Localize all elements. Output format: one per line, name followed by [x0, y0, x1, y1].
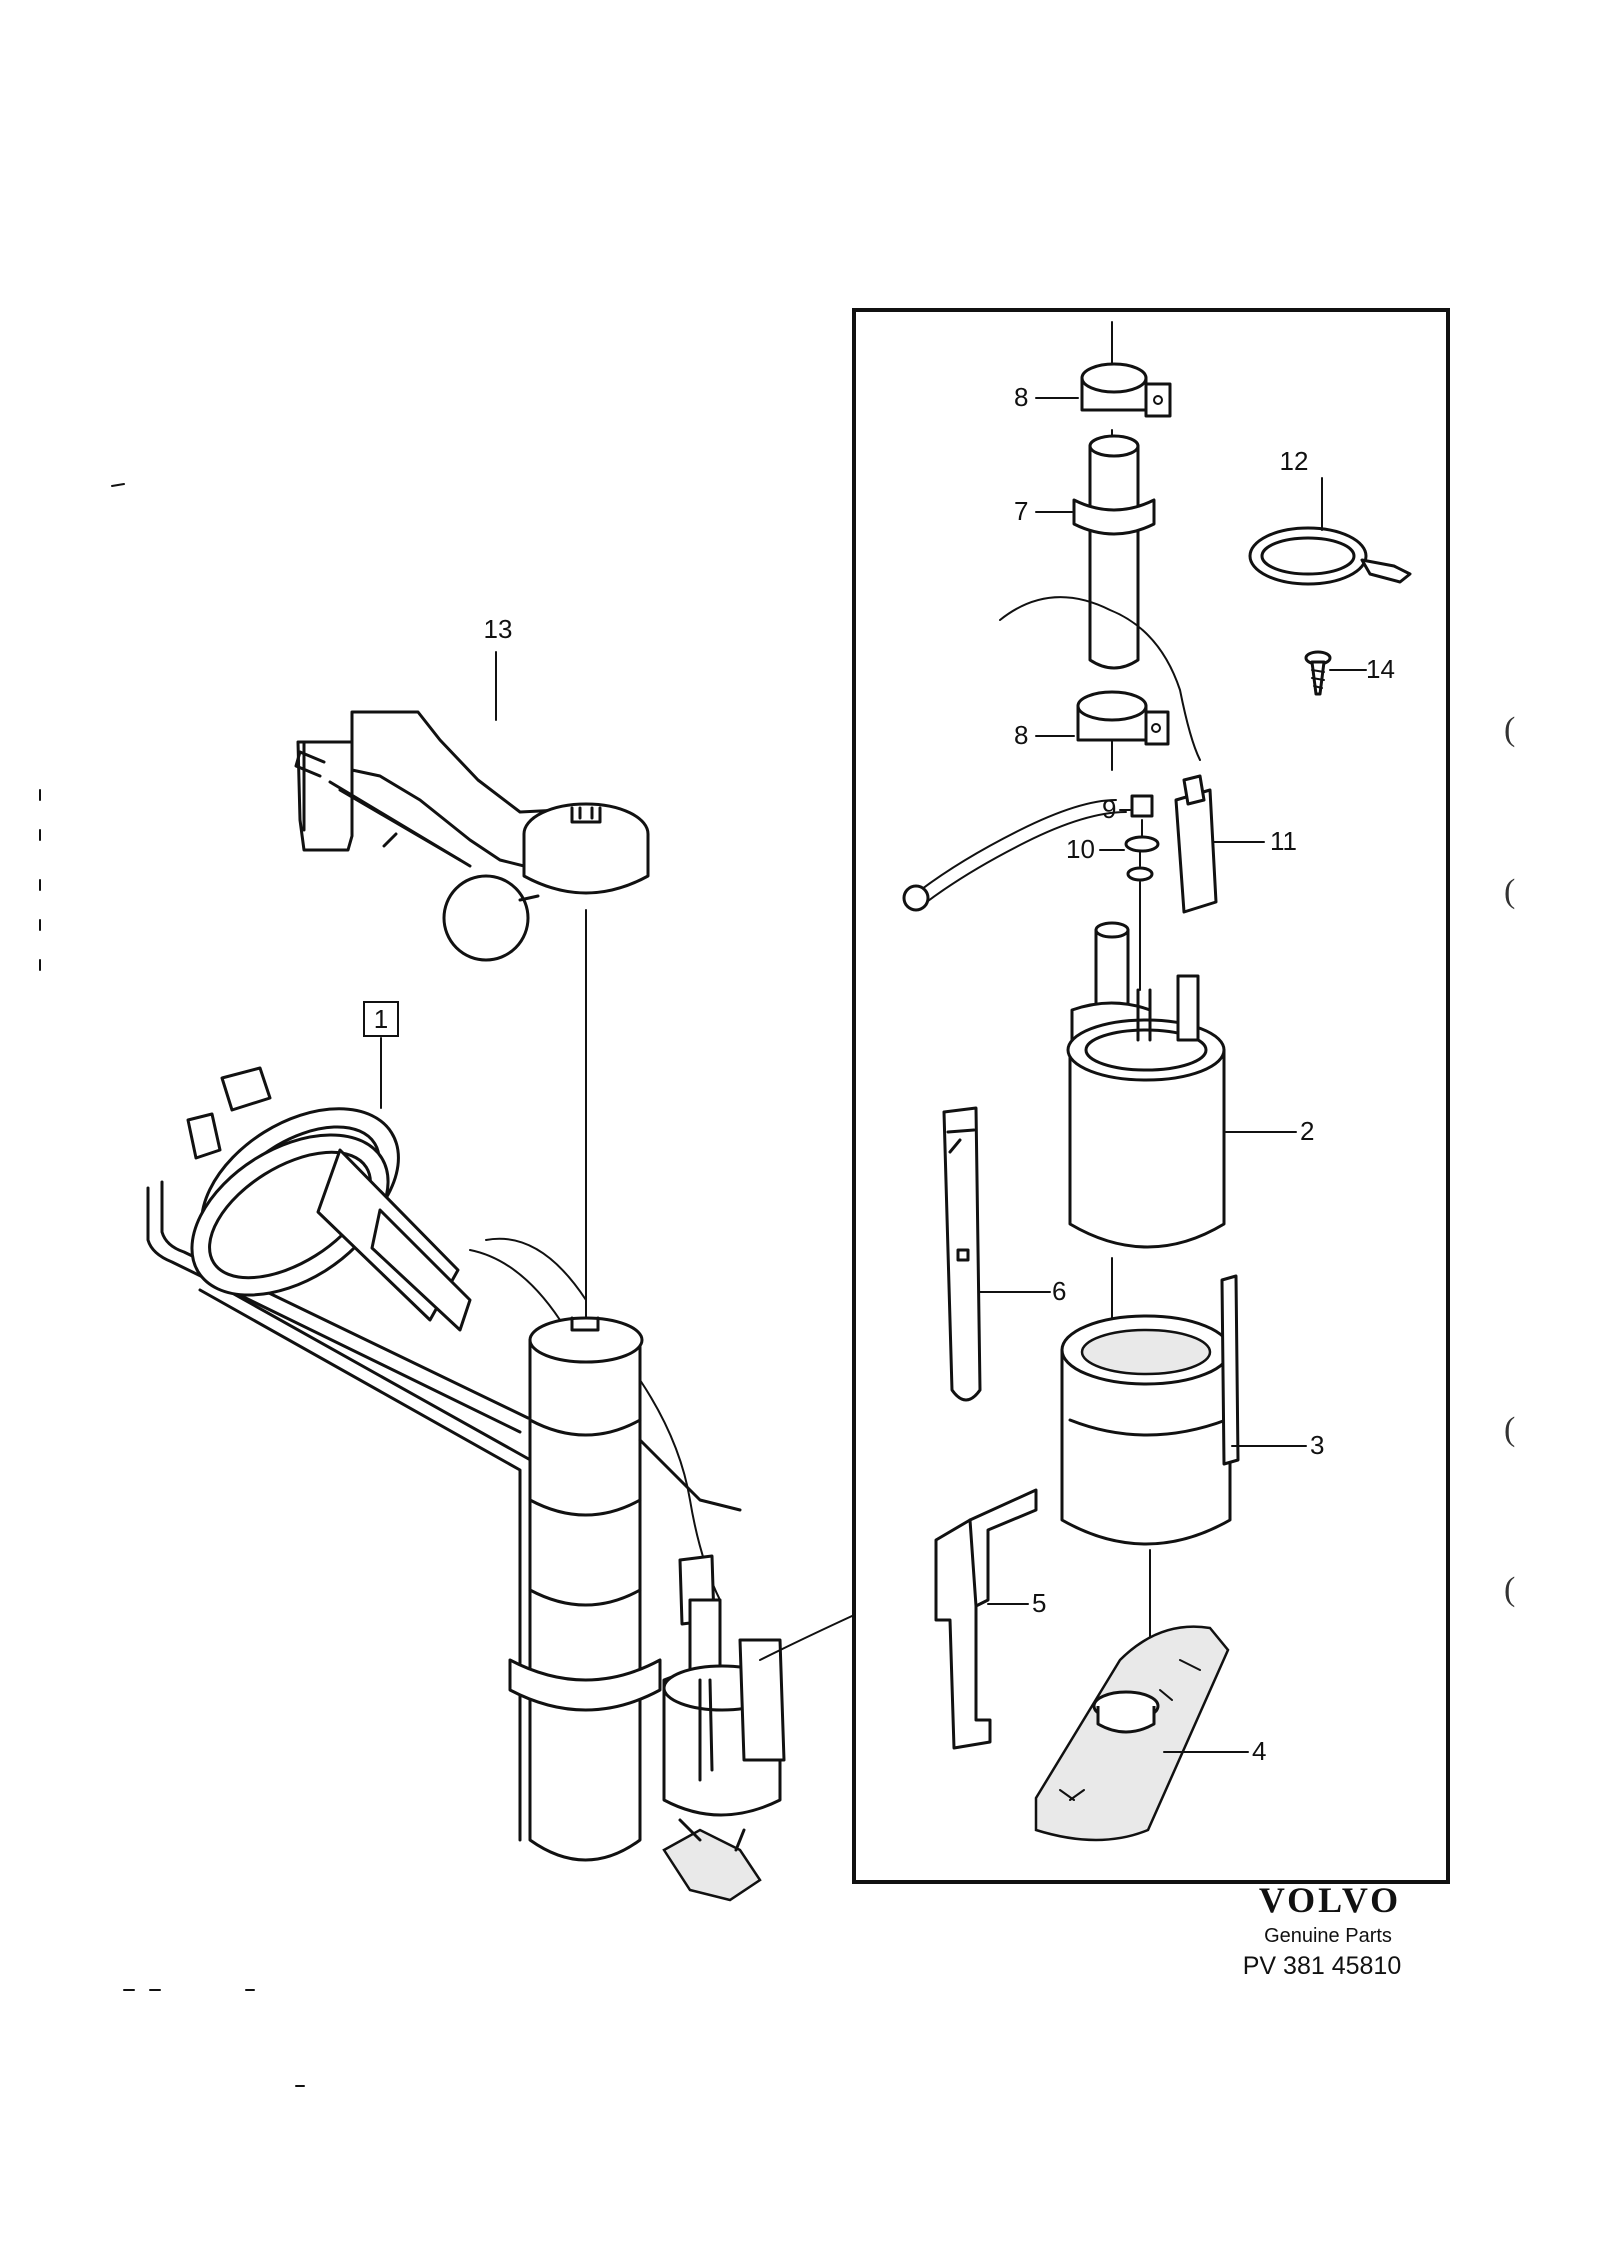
sender-unit-assembly: [294, 710, 650, 962]
part-8-clamp-lower: [1076, 690, 1170, 746]
svg-text:11: 11: [1270, 826, 1297, 856]
margin-marks: ( ( ( (: [1504, 711, 1515, 1608]
volvo-footer: VOLVO Genuine Parts PV 381 45810: [1243, 1880, 1401, 1980]
svg-text:7: 7: [1014, 496, 1028, 526]
part-7-hose: [999, 434, 1201, 761]
leader-13: [495, 651, 587, 1319]
part-8-clamp-top: [1080, 362, 1172, 418]
part-9-10-nut-washer: [1124, 794, 1160, 991]
svg-text:8: 8: [1014, 382, 1028, 412]
svg-text:(: (: [1504, 1571, 1515, 1608]
callout-8-top: 8: [1014, 382, 1079, 412]
svg-text:9: 9: [1102, 794, 1116, 824]
svg-text:3: 3: [1310, 1430, 1324, 1460]
svg-text:14: 14: [1366, 654, 1395, 684]
svg-text:(: (: [1504, 711, 1515, 748]
svg-text:1: 1: [374, 1004, 388, 1034]
callout-9: 9: [1102, 794, 1131, 824]
scan-marks: [39, 483, 305, 2087]
svg-text:5: 5: [1032, 1588, 1046, 1618]
part-2-fuel-pump: [1066, 921, 1226, 1249]
part-4-strainer: [1034, 1625, 1230, 1842]
fuel-pump-tank-unit: [146, 1066, 853, 1902]
callout-5: 5: [987, 1588, 1046, 1618]
svg-text:(: (: [1504, 1411, 1515, 1448]
exploded-view-frame: [852, 308, 1450, 1884]
callout-8-lower: 8: [1014, 720, 1075, 750]
svg-text:13: 13: [484, 614, 513, 644]
callout-13: 13: [484, 614, 513, 644]
svg-text:8: 8: [1014, 720, 1028, 750]
callout-1: 1: [363, 1001, 399, 1109]
part-reference: PV 381 45810: [1243, 1952, 1401, 1980]
callout-11: 11: [1213, 826, 1297, 856]
callout-4: 4: [1163, 1736, 1266, 1766]
svg-text:10: 10: [1066, 834, 1095, 864]
ground-wire: [902, 799, 1127, 912]
callout-6: 6: [979, 1276, 1066, 1306]
part-5-clip: [934, 1488, 1038, 1750]
callout-2: 2: [1225, 1116, 1314, 1146]
part-12-ring-clamp: [1248, 526, 1412, 586]
svg-text:12: 12: [1280, 446, 1309, 476]
svg-text:4: 4: [1252, 1736, 1266, 1766]
svg-text:6: 6: [1052, 1276, 1066, 1306]
part-3-sleeve: [1060, 1274, 1240, 1546]
callout-7: 7: [1014, 496, 1073, 526]
part-6-bracket: [942, 1106, 982, 1402]
callout-10: 10: [1066, 834, 1125, 864]
part-11-terminal: [1174, 774, 1218, 914]
svg-text:(: (: [1504, 873, 1515, 910]
genuine-parts-label: Genuine Parts: [1264, 1925, 1392, 1947]
brand-logo: VOLVO: [1259, 1880, 1401, 1920]
callout-14: 14: [1329, 654, 1395, 684]
svg-text:2: 2: [1300, 1116, 1314, 1146]
callout-3: 3: [1231, 1430, 1324, 1460]
callout-12: 12: [1280, 446, 1323, 531]
part-14-screw: [1304, 650, 1332, 696]
